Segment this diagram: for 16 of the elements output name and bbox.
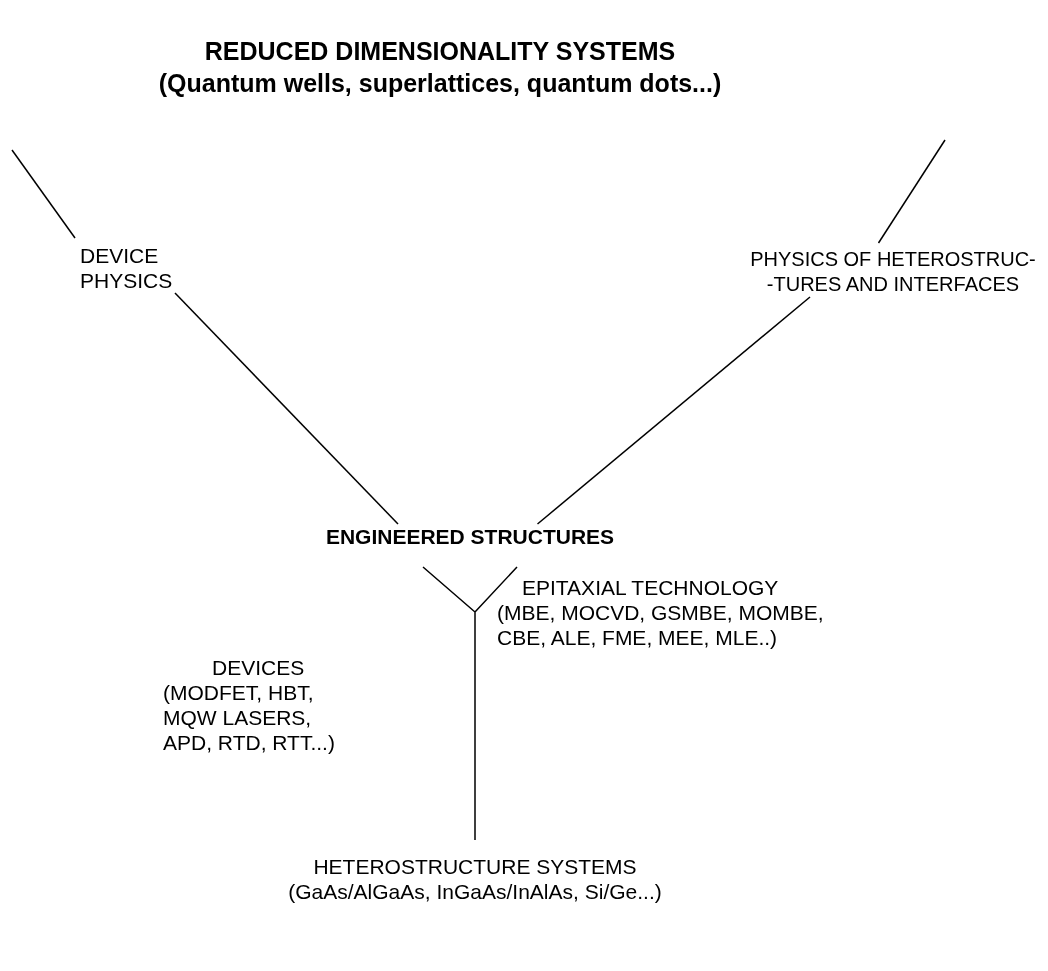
node-detail: (GaAs/AlGaAs, InGaAs/InAlAs, Si/Ge...) [287,879,663,904]
category-label: DEVICES [212,655,306,680]
node-label: DEVICE PHYSICS [80,243,174,293]
connector-line [422,566,518,841]
connector-line [536,296,811,525]
connector-line [174,292,399,525]
category-label: EPITAXIAL TECHNOLOGY [522,575,780,600]
example-list: (MBE, MOCVD, GSMBE, MOMBE, CBE, ALE, FME, MEE, MLE..) [497,600,857,650]
node-label: HETEROSTRUCTURE SYSTEMS [312,854,638,879]
connector-line [877,139,946,244]
node-label: ENGINEERED STRUCTURES [324,524,616,549]
connector-line [11,149,76,239]
example-list: (MODFET, HBT, MQW LASERS, APD, RTD, RTT...) [163,680,348,755]
node-label: PHYSICS OF HETEROSTRUC- -TURES AND INTERFACES [749,247,1037,297]
title-text: REDUCED DIMENSIONALITY SYSTEMS [203,36,677,67]
subtitle-text: (Quantum wells, superlattices, quantum dots...) [157,68,723,99]
